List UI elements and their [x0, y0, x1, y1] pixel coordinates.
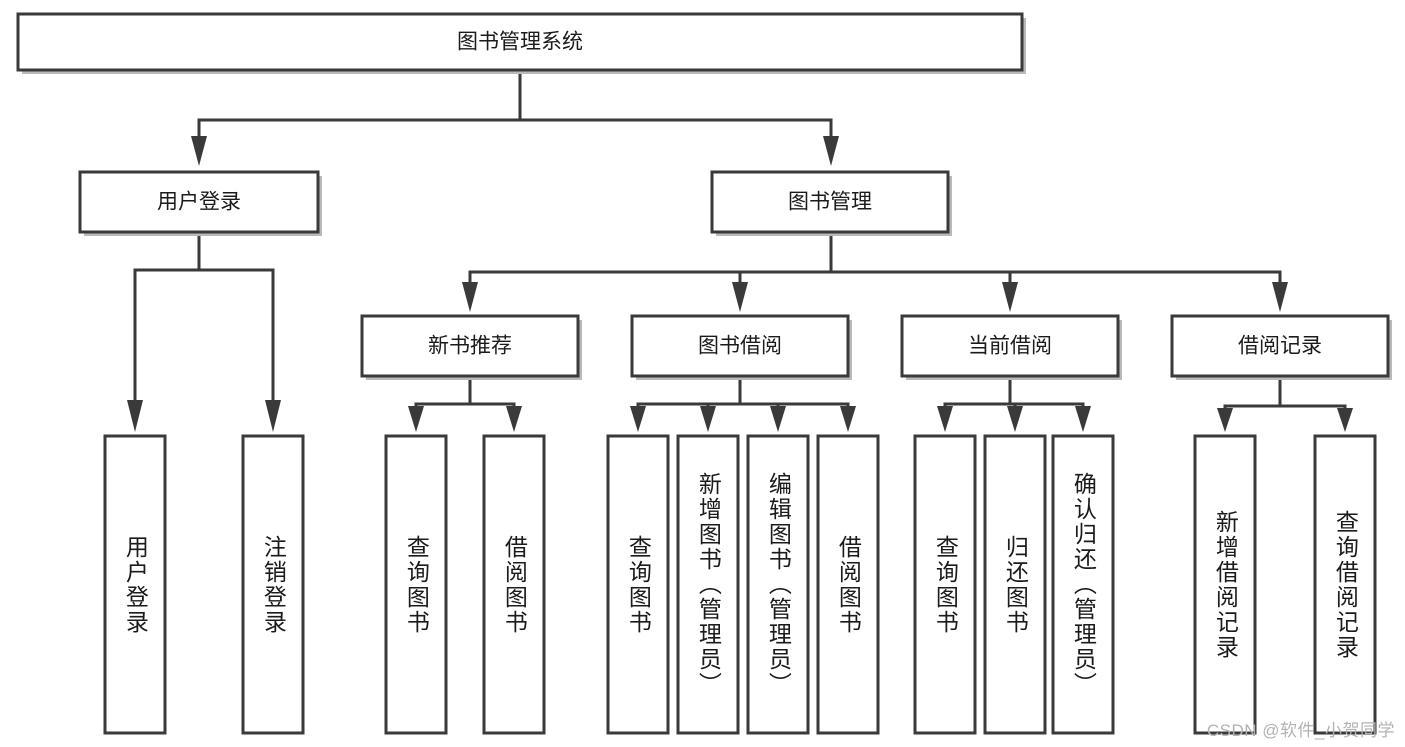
arrowhead-bb-query-book: [630, 406, 646, 432]
node-user-login-rect: [78, 170, 320, 234]
node-root-label: 图书管理系统: [457, 31, 583, 54]
node-book-management-rect: [710, 170, 950, 234]
arrowhead-new-book-recommend: [462, 282, 478, 312]
arrowhead-nbr-borrow-book: [506, 406, 522, 432]
node-new-book-recommend-rect: [360, 314, 580, 378]
leaf-bb-query-book-rect[interactable]: [606, 434, 670, 735]
arrowhead-bb-edit-book: [770, 406, 786, 432]
arrowhead-bb-add-book: [700, 406, 716, 432]
arrowhead-book-borrow: [732, 282, 748, 312]
leaf-cb-query-book-rect[interactable]: [913, 434, 977, 735]
arrowhead-current-borrow: [1002, 282, 1018, 312]
node-new-book-recommend[interactable]: 新书推荐: [360, 314, 582, 380]
node-book-borrow[interactable]: 图书借阅: [630, 314, 852, 380]
node-user-login[interactable]: 用户登录: [78, 170, 322, 236]
arrowhead-user-login-leaf: [127, 400, 143, 432]
node-book-borrow-rect: [630, 314, 850, 378]
node-borrow-records-rect: [1170, 314, 1390, 378]
node-book-management-label: 图书管理: [788, 191, 872, 214]
node-layer: 图书管理系统 用户登录 图书管理 新书推荐: [16, 12, 1392, 735]
node-root[interactable]: 图书管理系统: [16, 12, 1026, 74]
arrowhead-user-login: [191, 136, 207, 166]
leaf-br-query-record-rect[interactable]: [1313, 434, 1377, 735]
leaf-nbr-query-book-rect[interactable]: [384, 434, 448, 735]
node-borrow-records-label: 借阅记录: [1238, 335, 1322, 358]
node-new-book-recommend-label: 新书推荐: [428, 335, 512, 358]
edge-layer: [127, 68, 1353, 432]
node-book-management[interactable]: 图书管理: [710, 170, 952, 236]
leaf-nbr-borrow-book-rect[interactable]: [482, 434, 546, 735]
node-root-rect: [16, 12, 1024, 72]
node-borrow-records[interactable]: 借阅记录: [1170, 314, 1392, 380]
arrowhead-cb-confirm-return: [1075, 406, 1091, 432]
leaf-user-login-rect[interactable]: [103, 434, 167, 735]
node-current-borrow-label: 当前借阅: [968, 335, 1052, 358]
node-user-login-label: 用户登录: [157, 191, 241, 214]
arrowhead-cb-query-book: [937, 406, 953, 432]
arrowhead-borrow-records: [1272, 282, 1288, 312]
node-current-borrow[interactable]: 当前借阅: [900, 314, 1122, 380]
leaf-cb-return-book-rect[interactable]: [983, 434, 1047, 735]
arrowhead-cb-return-book: [1007, 406, 1023, 432]
leaf-br-add-record-rect[interactable]: [1193, 434, 1257, 735]
arrowhead-book-management: [823, 136, 839, 166]
leaf-bb-add-book-rect[interactable]: [676, 434, 740, 735]
arrowhead-br-add-record: [1217, 408, 1233, 432]
arrowhead-br-query-record: [1337, 408, 1353, 432]
node-current-borrow-rect: [900, 314, 1120, 378]
arrowhead-bb-borrow-book: [840, 406, 856, 432]
leaf-user-logout-rect[interactable]: [241, 434, 305, 735]
node-book-borrow-label: 图书借阅: [698, 335, 782, 358]
leaf-cb-confirm-return-rect[interactable]: [1051, 434, 1115, 735]
arrowhead-nbr-query-book: [408, 406, 424, 432]
leaf-bb-borrow-book-rect[interactable]: [816, 434, 880, 735]
leaf-node-layer: [103, 434, 1377, 735]
arrowhead-user-logout-leaf: [265, 400, 281, 432]
leaf-bb-edit-book-rect[interactable]: [746, 434, 810, 735]
